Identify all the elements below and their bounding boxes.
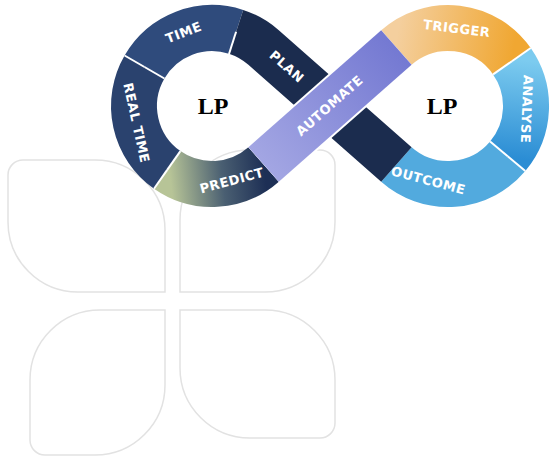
- segment-dividers: [125, 10, 531, 189]
- loop-center-label: LP: [198, 92, 229, 120]
- loop-segment: ANALYSE: [516, 72, 535, 145]
- segment-label: ANALYSE: [516, 72, 535, 145]
- petal-outlines: [8, 150, 335, 455]
- loop-center-label: LP: [427, 92, 458, 120]
- loop-bands: [134, 28, 526, 184]
